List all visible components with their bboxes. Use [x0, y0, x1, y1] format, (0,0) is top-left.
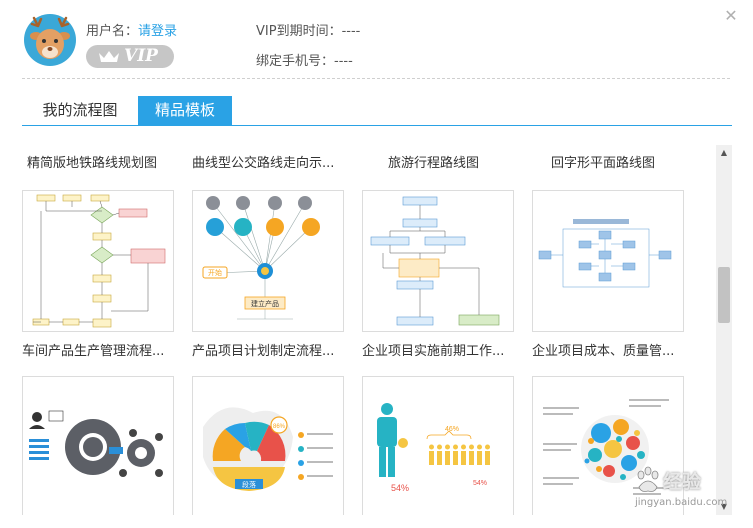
phone-value: ---- — [334, 54, 353, 69]
scroll-up-arrow-icon[interactable]: ▲ — [720, 148, 728, 157]
thumb-keyword-label: 段落 — [242, 480, 256, 489]
mindmap-thumbnail: 开始 建立产品 — [202, 196, 320, 320]
thumb-start-label: 开始 — [208, 268, 222, 277]
template-card-gear-diagram[interactable] — [22, 376, 174, 515]
thumb-build-product-label: 建立产品 — [251, 299, 279, 308]
thumb-46-label: 46% — [445, 426, 459, 433]
template-card-people-chart[interactable]: 54% 46% 54% — [362, 376, 514, 515]
username-row: 用户名：请登录 — [86, 20, 177, 39]
baidu-watermark: 经验 jingyan.baidu.com — [633, 465, 727, 517]
people-chart-thumbnail: 54% 46% 54% — [377, 403, 490, 493]
gear-diagram-thumbnail — [29, 410, 163, 477]
thumb-54-left: 54% — [391, 483, 409, 493]
deer-avatar-icon[interactable] — [24, 14, 76, 66]
bubble-chart-thumbnail — [543, 399, 669, 495]
template-title[interactable]: 企业项目实施前期工作... — [362, 344, 505, 359]
username-label: 用户名： — [86, 24, 139, 39]
user-header: 用户名：请登录 VIP VIP到期时间：---- 绑定手机号：---- — [0, 0, 753, 80]
template-card-cost-quality[interactable] — [532, 190, 684, 332]
watermark-text: 经验 — [663, 471, 702, 493]
tab-my-flowcharts[interactable]: 我的流程图 — [42, 101, 118, 119]
thumb-54-right: 54% — [473, 480, 487, 487]
template-title[interactable]: 企业项目成本、质量管... — [532, 344, 675, 359]
watermark-url: jingyan.baidu.com — [635, 497, 728, 508]
template-card-product-plan[interactable]: 开始 建立产品 — [192, 190, 344, 332]
flowchart-thumbnail — [370, 196, 500, 326]
vertical-scrollbar[interactable]: ▲ ▼ — [716, 145, 732, 515]
phone-row: 绑定手机号：---- — [256, 50, 353, 69]
template-card-fan-chart[interactable]: 段落 86% — [192, 376, 344, 515]
template-card-workshop[interactable] — [22, 190, 174, 332]
phone-label: 绑定手机号： — [256, 54, 335, 69]
template-title[interactable]: 车间产品生产管理流程... — [22, 344, 165, 359]
scroll-down-arrow-icon[interactable]: ▼ — [720, 502, 728, 511]
vip-expire-value: ---- — [341, 24, 361, 39]
login-link[interactable]: 请登录 — [138, 24, 178, 39]
template-card-project-prep[interactable] — [362, 190, 514, 332]
vip-badge-label: VIP — [124, 46, 158, 66]
fan-chart-thumbnail: 段落 86% — [203, 407, 333, 491]
dashed-divider — [22, 78, 730, 79]
scroll-thumb[interactable] — [718, 267, 730, 323]
vip-badge: VIP — [86, 45, 174, 68]
flowchart-thumbnail — [32, 194, 166, 328]
vip-expire-label: VIP到期时间： — [256, 24, 342, 39]
template-title[interactable]: 曲线型公交路线走向示... — [192, 156, 335, 171]
template-card-bubble-chart[interactable] — [532, 376, 684, 515]
tab-premium-templates[interactable]: 精品模板 — [138, 96, 232, 125]
thumb-86-label: 86% — [273, 424, 286, 430]
template-title[interactable]: 旅游行程路线图 — [388, 156, 480, 171]
template-title[interactable]: 产品项目计划制定流程... — [192, 344, 335, 359]
tab-bar: 我的流程图 精品模板 — [22, 96, 732, 126]
template-grid: 精简版地铁路线规划图 曲线型公交路线走向示... 旅游行程路线图 回字形平面路线… — [22, 145, 714, 515]
template-title[interactable]: 精简版地铁路线规划图 — [27, 156, 158, 171]
close-icon[interactable]: ✕ — [724, 6, 738, 25]
template-title[interactable]: 回字形平面路线图 — [551, 156, 656, 171]
vip-expire-row: VIP到期时间：---- — [256, 20, 360, 39]
crown-icon — [99, 51, 119, 62]
paw-logo-icon — [637, 466, 659, 492]
flowchart-thumbnail — [538, 219, 672, 288]
